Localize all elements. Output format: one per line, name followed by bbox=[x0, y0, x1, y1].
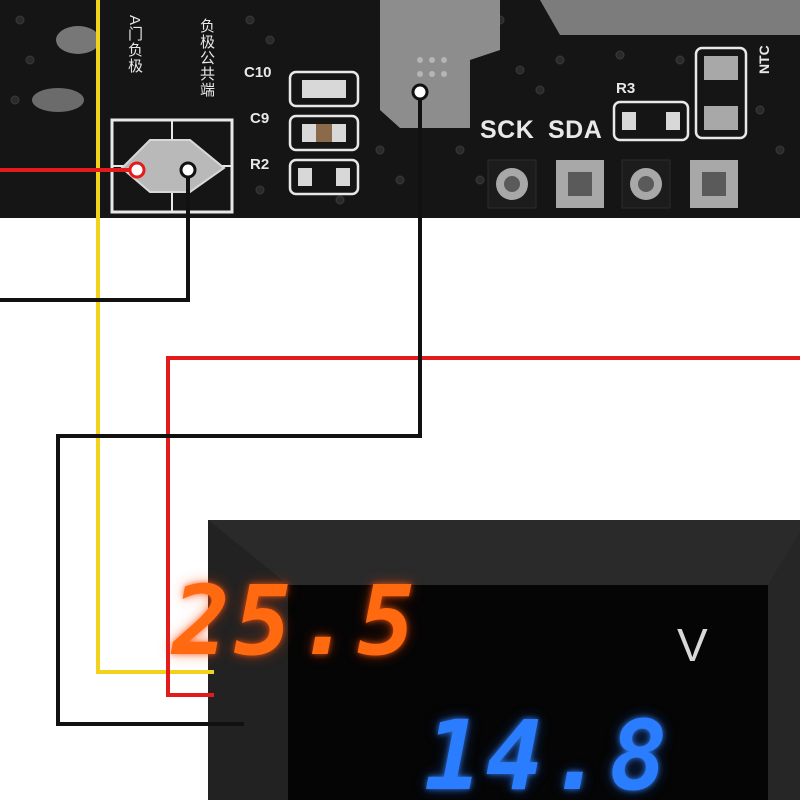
r2-label: R2 bbox=[250, 156, 270, 173]
tinned-pad bbox=[380, 0, 500, 128]
input-negative-label: A门负极 bbox=[126, 15, 143, 75]
c9-label: C9 bbox=[250, 110, 270, 127]
black-wire-load bbox=[0, 170, 190, 302]
current-reading: 14.8 bbox=[424, 700, 672, 800]
board-artwork bbox=[10, 0, 800, 214]
solder-blob bbox=[56, 26, 100, 54]
c9-body bbox=[316, 124, 332, 142]
r2-pad-right bbox=[336, 168, 350, 186]
yellow-wire bbox=[96, 0, 214, 674]
red-wire-meter bbox=[166, 356, 800, 697]
sda-label: SDA bbox=[548, 116, 603, 144]
black-wire-meter bbox=[56, 92, 422, 726]
c9-outline bbox=[288, 114, 360, 152]
ntc-outline bbox=[694, 46, 748, 140]
pad-vias bbox=[417, 57, 447, 77]
r3-pad-left bbox=[622, 112, 636, 130]
solder-blob-2 bbox=[32, 88, 84, 112]
r3-outline bbox=[612, 100, 690, 142]
sck-label: SCK bbox=[480, 116, 535, 144]
circuit-board: A门负极 负极公共端 C10 C9 R2 R3 SCK SDA NTC bbox=[0, 0, 800, 218]
via-holes bbox=[10, 15, 785, 205]
c10-capacitor bbox=[302, 80, 346, 98]
r2-pad-left bbox=[298, 168, 312, 186]
r2-outline bbox=[288, 158, 360, 196]
tinned-pad-right bbox=[540, 0, 800, 35]
r3-label: R3 bbox=[616, 80, 636, 97]
pad-solder-point bbox=[411, 83, 429, 101]
ntc-pad-bottom bbox=[704, 106, 738, 130]
c10-label: C10 bbox=[244, 64, 272, 81]
meter-display-window bbox=[288, 585, 768, 800]
c10-outline bbox=[288, 70, 360, 108]
panel-meter bbox=[208, 520, 800, 800]
black-wire-solder-point bbox=[179, 161, 197, 179]
load-common-label: 负极公共端 bbox=[198, 18, 215, 98]
header-pins bbox=[487, 159, 738, 209]
terminal-pad bbox=[120, 139, 226, 193]
r3-pad-right bbox=[666, 112, 680, 130]
red-wire-solder-point bbox=[128, 161, 146, 179]
ntc-pad-top bbox=[704, 56, 738, 80]
voltage-reading: 25.5 bbox=[172, 565, 420, 677]
voltage-unit: V bbox=[677, 619, 708, 671]
